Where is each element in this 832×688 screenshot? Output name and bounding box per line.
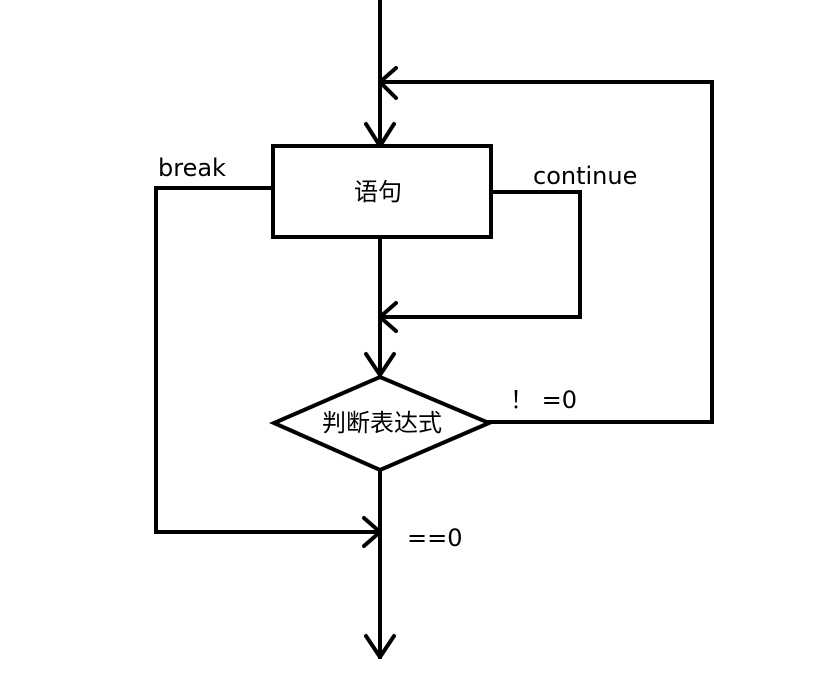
exit-arrowhead xyxy=(364,634,396,659)
continue-arrowhead xyxy=(378,301,398,333)
loop-back-top-line xyxy=(378,80,714,424)
not-zero-label: ！ =0 xyxy=(510,386,577,414)
break-line xyxy=(154,186,382,534)
statement-label: 语句 xyxy=(354,178,402,206)
loop-back-arrowhead xyxy=(378,66,398,100)
continue-line xyxy=(378,190,582,319)
equals-zero-label: ==0 xyxy=(407,524,463,552)
condition-label: 判断表达式 xyxy=(322,409,442,437)
break-label: break xyxy=(158,154,226,182)
continue-label: continue xyxy=(533,162,637,190)
